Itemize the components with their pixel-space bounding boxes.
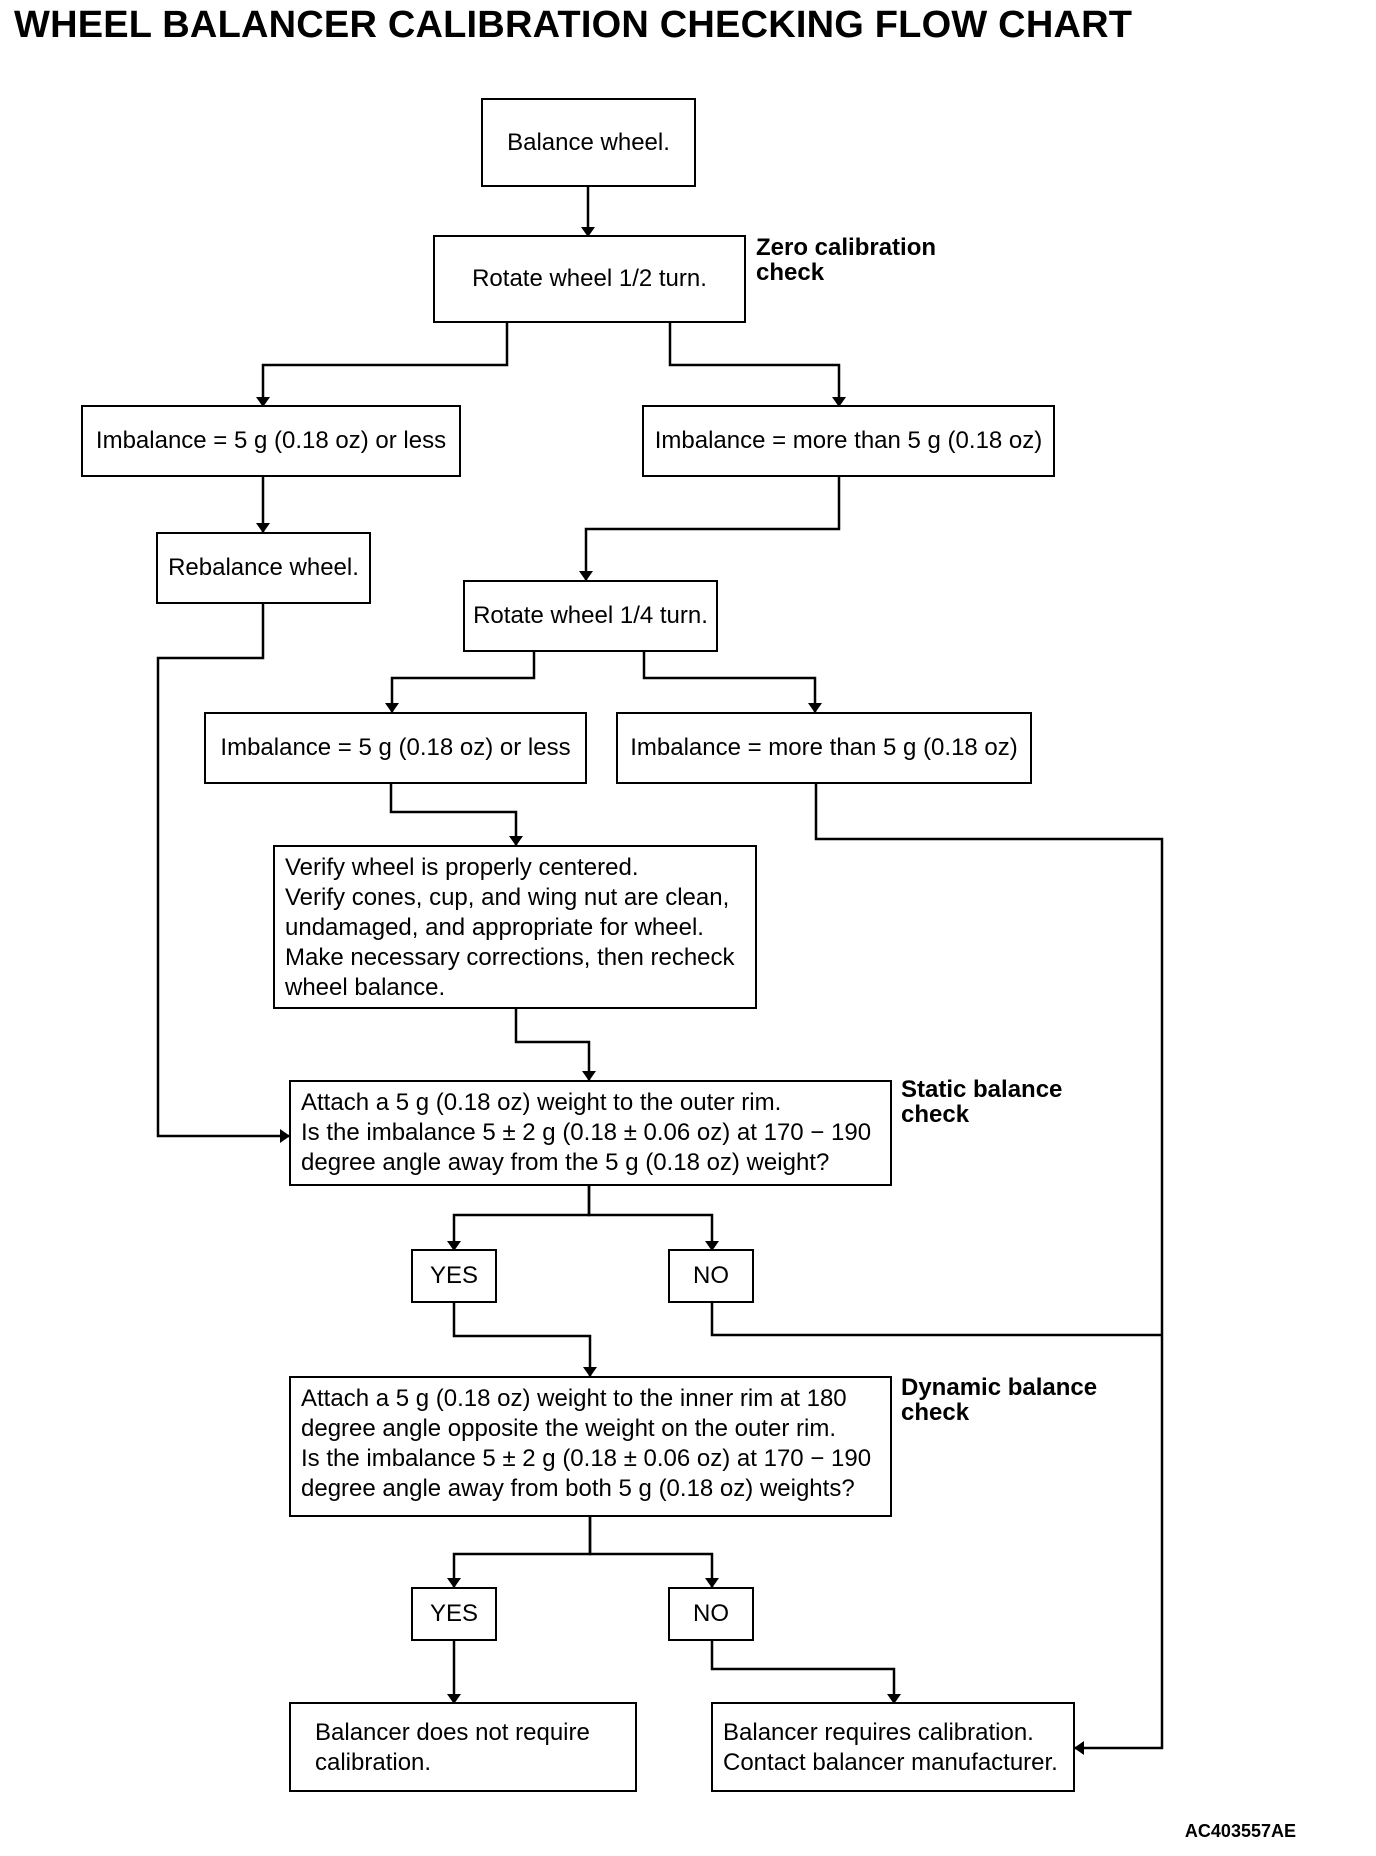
dynamic-balance-note-line: Dynamic balance — [901, 1374, 1098, 1401]
calibration-required-line: Contact balancer manufacturer. — [723, 1749, 1058, 1776]
imbalance-more-box-1: Imbalance = more than 5 g (0.18 oz) — [642, 405, 1055, 477]
static-check-box: Attach a 5 g (0.18 oz) weight to the out… — [289, 1080, 892, 1186]
arrow-more-to-rotate-quarter — [579, 477, 841, 581]
arrow-yes1-to-dynamic — [452, 1303, 597, 1377]
verify-line: undamaged, and appropriate for wheel. — [285, 914, 704, 941]
imbalance-more-box-2: Imbalance = more than 5 g (0.18 oz) — [616, 712, 1032, 784]
imbalance-less-text-1: Imbalance = 5 g (0.18 oz) or less — [95, 427, 447, 454]
no-box-1: NO — [668, 1249, 754, 1303]
static-balance-note-line: Static balance — [901, 1076, 1063, 1103]
arrow-rebalance-to-static — [156, 602, 290, 1143]
static-balance-note-line: check — [901, 1101, 970, 1128]
verify-box: Verify wheel is properly centered. Verif… — [273, 845, 757, 1009]
dynamic-check-line: degree angle away from both 5 g (0.18 oz… — [301, 1475, 855, 1502]
yes-text-2: YES — [429, 1600, 479, 1627]
yes-box-2: YES — [411, 1587, 497, 1641]
dynamic-balance-note-line: check — [901, 1399, 970, 1426]
dynamic-check-box: Attach a 5 g (0.18 oz) weight to the inn… — [289, 1376, 892, 1517]
verify-line: Make necessary corrections, then recheck — [285, 944, 735, 971]
verify-line: Verify wheel is properly centered. — [285, 854, 639, 881]
verify-line: wheel balance. — [285, 974, 446, 1001]
arrow-no2-to-needs-cal — [710, 1641, 901, 1704]
arrow-rotate-half-to-less — [256, 323, 509, 407]
dynamic-check-line: degree angle opposite the weight on the … — [301, 1415, 837, 1442]
no-calibration-line: Balancer does not require — [315, 1719, 590, 1746]
no-text-1: NO — [693, 1262, 729, 1289]
arrow-rotate-quarter-to-less — [385, 652, 536, 713]
dynamic-check-line: Attach a 5 g (0.18 oz) weight to the inn… — [301, 1385, 847, 1412]
imbalance-less-box-2: Imbalance = 5 g (0.18 oz) or less — [204, 712, 587, 784]
imbalance-less-text-2: Imbalance = 5 g (0.18 oz) or less — [220, 734, 571, 761]
chart-title: WHEEL BALANCER CALIBRATION CHECKING FLOW… — [14, 4, 1133, 46]
calibration-required-line: Balancer requires calibration. — [723, 1719, 1034, 1746]
imbalance-more-text-2: Imbalance = more than 5 g (0.18 oz) — [630, 734, 1018, 761]
rebalance-text: Rebalance wheel. — [168, 554, 359, 581]
imbalance-less-box-1: Imbalance = 5 g (0.18 oz) or less — [81, 405, 461, 477]
dynamic-check-line: Is the imbalance 5 ± 2 g (0.18 ± 0.06 oz… — [301, 1445, 872, 1472]
zero-calibration-note-line: check — [756, 259, 825, 286]
zero-calibration-note-line: Zero calibration — [756, 234, 937, 261]
dynamic-balance-note: Dynamic balance check — [901, 1375, 1097, 1425]
static-check-line: Attach a 5 g (0.18 oz) weight to the out… — [301, 1089, 782, 1116]
yes-box-1: YES — [411, 1249, 497, 1303]
balance-wheel-text: Balance wheel. — [507, 128, 670, 156]
balance-wheel-box: Balance wheel. — [481, 98, 696, 187]
yes-text-1: YES — [429, 1262, 479, 1289]
arrow-less2-to-verify — [389, 784, 523, 846]
static-check-line: Is the imbalance 5 ± 2 g (0.18 ± 0.06 oz… — [301, 1119, 872, 1146]
no-box-2: NO — [668, 1587, 754, 1641]
figure-code: AC403557AE — [1184, 1821, 1296, 1841]
calibration-required-box: Balancer requires calibration. Contact b… — [711, 1702, 1075, 1792]
rotate-quarter-box: Rotate wheel 1/4 turn. — [463, 580, 718, 652]
arrow-rotate-quarter-to-more — [642, 652, 822, 713]
verify-line: Verify cones, cup, and wing nut are clea… — [285, 884, 730, 911]
rebalance-box: Rebalance wheel. — [156, 532, 371, 604]
line-no1-to-right-rail — [710, 1303, 1162, 1337]
no-calibration-needed-box: Balancer does not require calibration. — [289, 1702, 637, 1792]
imbalance-more-text-1: Imbalance = more than 5 g (0.18 oz) — [654, 427, 1043, 454]
arrow-verify-to-static — [514, 1009, 596, 1081]
no-calibration-line: calibration. — [315, 1749, 432, 1776]
rotate-half-text: Rotate wheel 1/2 turn. — [472, 265, 707, 292]
static-balance-note: Static balance check — [901, 1077, 1062, 1127]
arrow-dynamic-to-yes2 — [447, 1517, 592, 1588]
arrow-static-to-no1 — [587, 1186, 719, 1251]
rotate-quarter-text: Rotate wheel 1/4 turn. — [473, 602, 708, 629]
rotate-half-box: Rotate wheel 1/2 turn. — [433, 235, 746, 323]
arrow-dynamic-to-no2 — [588, 1517, 719, 1588]
arrow-rotate-half-to-more — [668, 323, 846, 407]
no-text-2: NO — [693, 1600, 729, 1627]
static-check-line: degree angle away from the 5 g (0.18 oz)… — [301, 1149, 830, 1176]
zero-calibration-note: Zero calibration check — [756, 235, 936, 285]
arrow-static-to-yes1 — [447, 1186, 591, 1251]
arrow-more2-to-needs-cal — [814, 784, 1164, 1755]
